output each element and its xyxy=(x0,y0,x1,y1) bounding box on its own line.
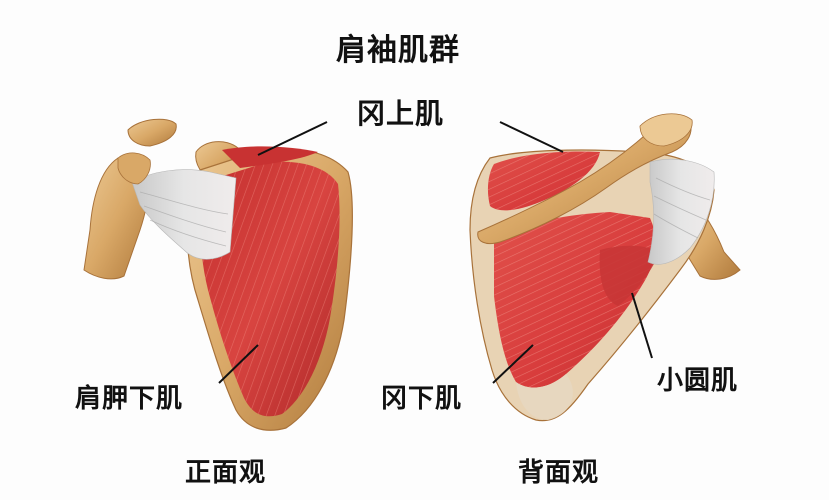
caption-back-view: 背面观 xyxy=(518,458,600,488)
tendon-front xyxy=(131,169,237,260)
diagram-title: 肩袖肌群 xyxy=(336,33,460,68)
label-infraspinatus: 冈下肌 xyxy=(381,384,463,414)
scapular-spine-bone xyxy=(477,118,692,245)
leader-supraspinatus-back xyxy=(499,121,564,153)
acromion-back-bone xyxy=(639,113,693,147)
leader-supraspinatus-front xyxy=(257,121,328,156)
back-view-figure xyxy=(469,113,741,422)
tendon-back xyxy=(647,158,715,265)
teres-minor-muscle xyxy=(599,245,660,306)
acromion-bone xyxy=(127,118,177,147)
leader-infraspinatus xyxy=(492,344,534,384)
label-teres-minor: 小圆肌 xyxy=(657,366,739,396)
label-subscapularis: 肩胛下肌 xyxy=(75,384,184,414)
leader-subscapularis xyxy=(218,344,259,384)
supraspinatus-front-muscle xyxy=(222,146,318,168)
leader-lines xyxy=(218,121,653,384)
caption-front-view: 正面观 xyxy=(185,458,267,488)
leader-teres-minor xyxy=(631,292,653,359)
front-view-figure xyxy=(83,118,353,431)
label-supraspinatus: 冈上肌 xyxy=(357,97,445,130)
